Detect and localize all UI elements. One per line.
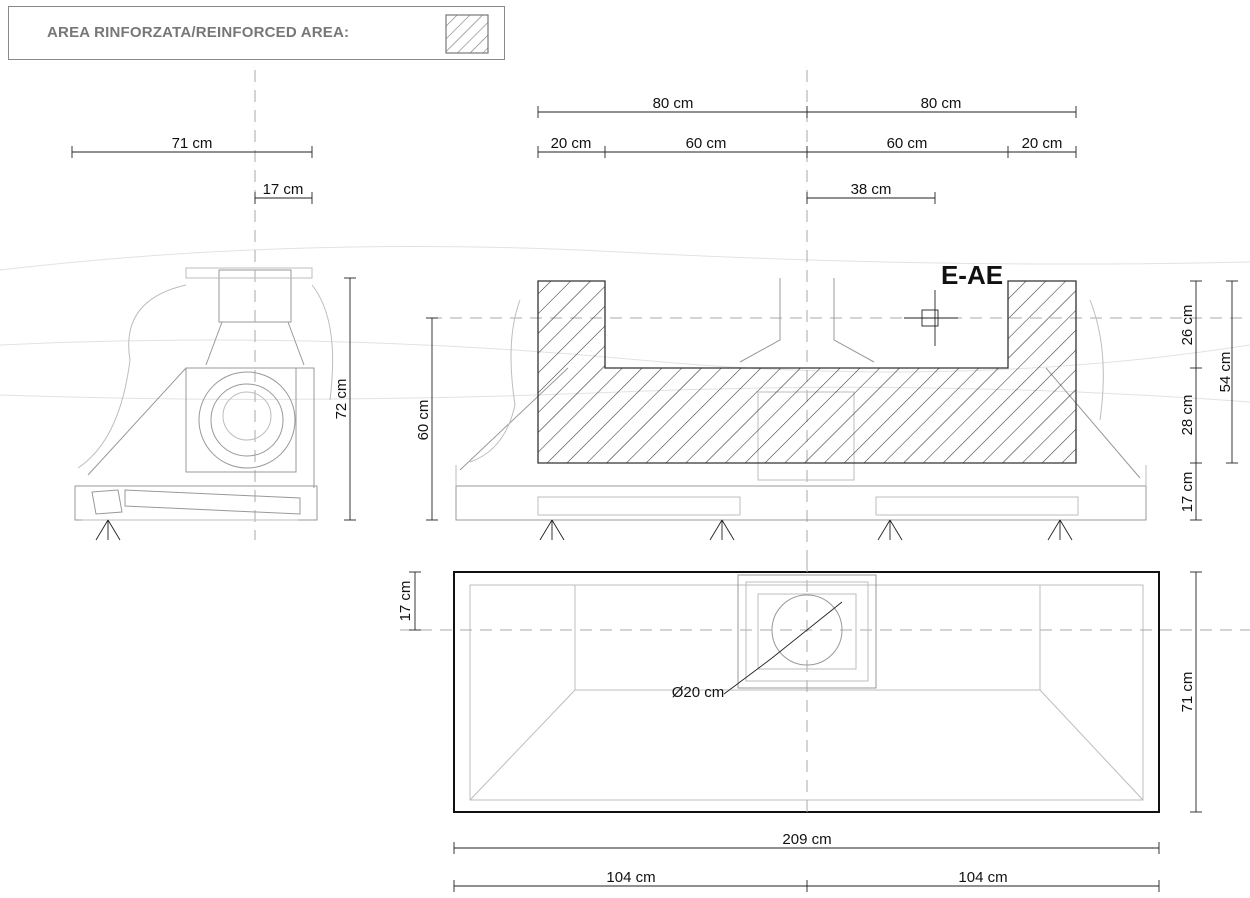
legend-box: AREA RINFORZATA/REINFORCED AREA: — [8, 6, 505, 60]
front-view: E-AE 80 cm 80 cm 20 cm 60 cm 60 cm 20 cm… — [415, 70, 1250, 560]
anchor-crosshair — [904, 290, 958, 346]
dim-right-20: 20 cm — [1022, 135, 1063, 152]
reinforced-area-swatch — [445, 14, 489, 54]
dim-height-60: 60 cm — [415, 400, 432, 441]
dim-top-right-80: 80 cm — [921, 95, 962, 112]
e-ae-label: E-AE — [941, 260, 1003, 290]
dim-top-left-80: 80 cm — [653, 95, 694, 112]
dim-side-width: 71 cm — [172, 135, 213, 152]
dim-h-26: 26 cm — [1179, 305, 1196, 346]
legend-label: AREA RINFORZATA/REINFORCED AREA: — [47, 24, 350, 41]
dim-h-17-front: 17 cm — [1179, 472, 1196, 513]
dim-left-20: 20 cm — [551, 135, 592, 152]
plan-view: Ø20 cm 17 cm 71 cm 209 cm 104 cm 104 cm — [397, 560, 1250, 892]
reinforced-area — [537, 280, 1077, 464]
dim-side-offset: 17 cm — [263, 181, 304, 198]
dim-h-54: 54 cm — [1217, 352, 1234, 393]
dim-half-left-104: 104 cm — [606, 869, 655, 886]
dim-plan-17: 17 cm — [397, 581, 414, 622]
dim-total-209: 209 cm — [782, 831, 831, 848]
dim-diameter: Ø20 cm — [672, 684, 725, 701]
feet — [539, 519, 1073, 541]
dim-h-28: 28 cm — [1179, 395, 1196, 436]
dim-offset-38: 38 cm — [851, 181, 892, 198]
dim-side-height: 72 cm — [333, 379, 350, 420]
side-view: 71 cm 17 cm 72 cm — [71, 70, 356, 541]
dim-right-60: 60 cm — [887, 135, 928, 152]
dim-plan-71: 71 cm — [1179, 672, 1196, 713]
dim-left-60: 60 cm — [686, 135, 727, 152]
dim-half-right-104: 104 cm — [958, 869, 1007, 886]
